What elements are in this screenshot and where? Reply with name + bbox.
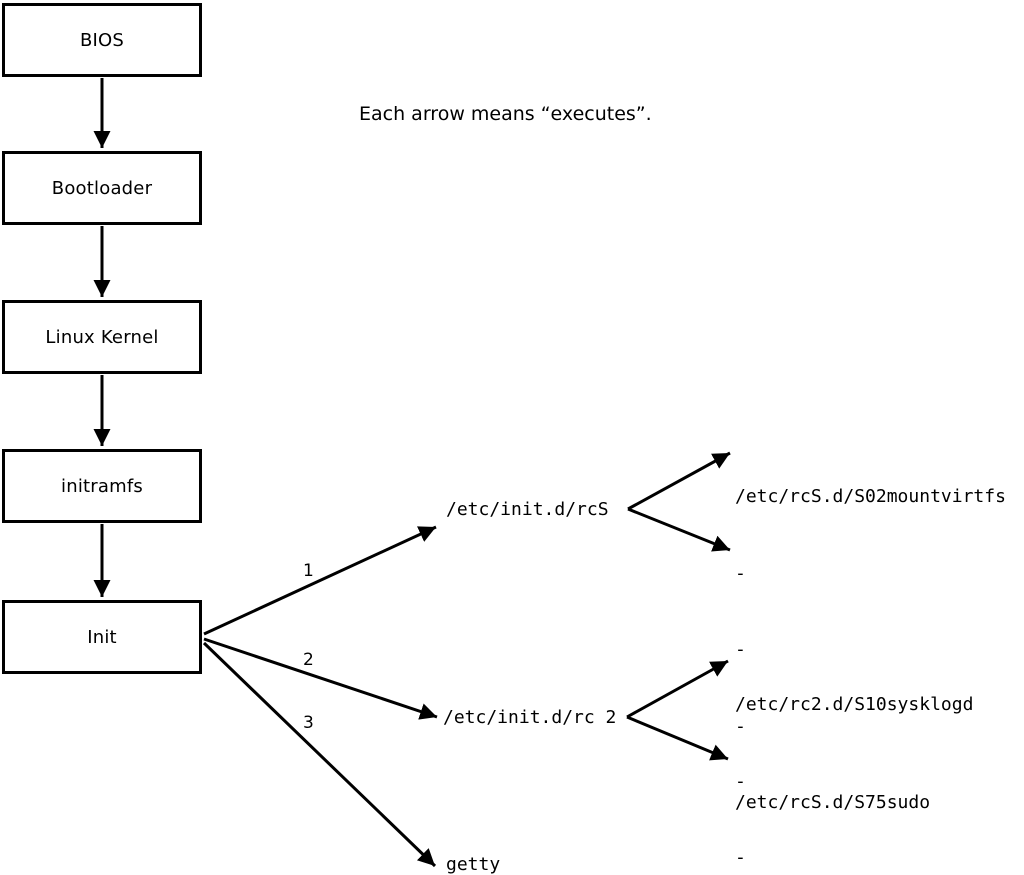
box-bootloader: Bootloader: [2, 151, 202, 225]
box-init: Init: [2, 600, 202, 674]
arrow-init-to-rcS: [203, 525, 437, 636]
script-item: /etc/rc2.d/S10sysklogd: [735, 694, 974, 715]
branch-target-rc2: /etc/init.d/rc 2: [443, 707, 617, 728]
script-item: -: [735, 770, 746, 792]
arrow-init-to-getty: [202, 641, 437, 868]
box-initramfs: initramfs: [2, 449, 202, 523]
box-bootloader-label: Bootloader: [51, 177, 153, 199]
script-item: -: [735, 639, 746, 660]
script-list-rc2: /etc/rc2.d/S10sysklogd - - - /etc/rc2.d/…: [735, 641, 973, 875]
box-initramfs-label: initramfs: [61, 475, 143, 497]
script-item: /etc/rcS.d/S75sudo: [735, 792, 931, 813]
branch-order-1: 1: [303, 561, 314, 581]
box-init-label: Init: [87, 626, 117, 648]
branch-target-getty: getty: [446, 854, 501, 875]
script-list-rcS: /etc/rcS.d/S02mountvirtfs - - - /etc/rcS…: [735, 433, 1006, 867]
arrow-rc2-to-s10sysklogd: [626, 659, 729, 719]
script-item: -: [735, 715, 746, 737]
script-item: -: [735, 847, 746, 868]
branch-target-rcS: /etc/init.d/rcS: [446, 499, 609, 520]
branch-order-3: 3: [303, 713, 314, 733]
arrow-init-to-rc2: [203, 637, 438, 720]
box-linux-kernel-label: Linux Kernel: [45, 326, 159, 348]
arrow-rcS-to-s02mountvirtfs: [627, 451, 731, 511]
legend-note: Each arrow means “executes”.: [359, 103, 652, 125]
script-item: /etc/rcS.d/S02mountvirtfs: [735, 486, 1006, 507]
arrow-rc2-to-s99gdm: [626, 715, 729, 761]
script-item: -: [735, 562, 746, 584]
box-linux-kernel: Linux Kernel: [2, 300, 202, 374]
box-bios-label: BIOS: [79, 29, 125, 51]
box-bios: BIOS: [2, 3, 202, 77]
branch-order-2: 2: [303, 650, 314, 670]
arrow-rcS-to-s75sudo: [627, 507, 731, 552]
